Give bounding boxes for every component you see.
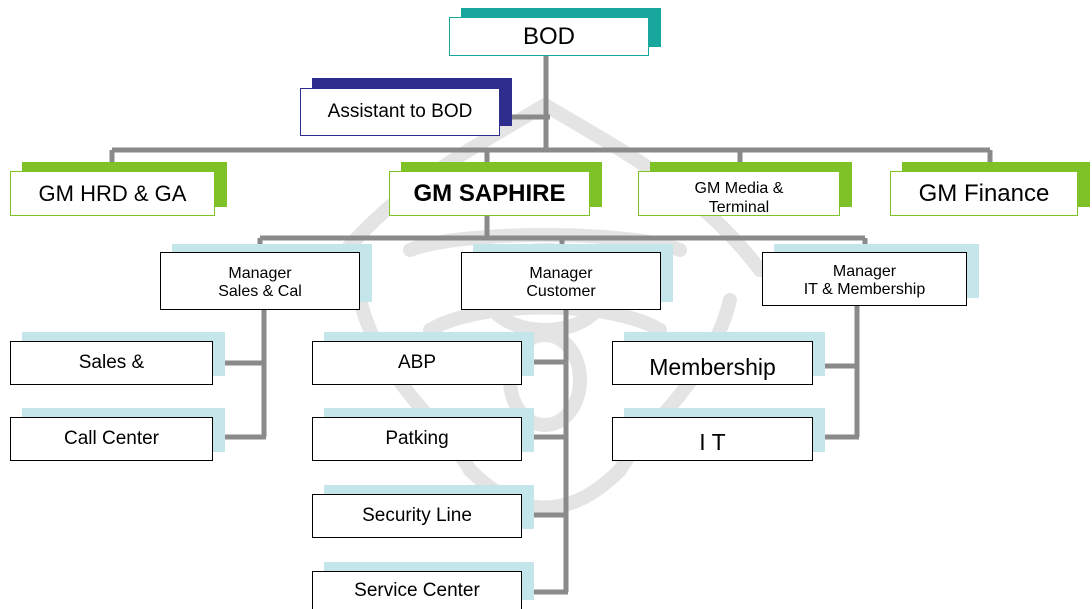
service-center-node: Service Center [312,562,534,609]
manager-customer-node: Manager Customer [461,244,673,310]
patking-label: Patking [312,417,522,461]
security-line-label: Security Line [312,494,522,538]
bod-label: BOD [449,17,649,56]
gm-media-node: GM Media & Terminal [638,162,852,216]
abp-node: ABP [312,332,534,385]
assistant-label: Assistant to BOD [300,88,500,136]
membership-node: Membership [612,332,825,385]
gm-saphire-node: GM SAPHIRE [389,162,602,216]
membership-label: Membership [612,341,813,385]
gm-media-label: GM Media & Terminal [638,171,840,216]
it-node: I T [612,408,825,461]
sales-node: Sales & [10,332,225,385]
gm-hrd-node: GM HRD & GA [10,162,227,216]
manager-customer-label: Manager Customer [461,252,661,310]
bod-node: BOD [449,8,661,56]
gm-hrd-label: GM HRD & GA [10,171,215,216]
security-line-node: Security Line [312,485,534,538]
manager-it-label: Manager IT & Membership [762,252,967,306]
service-center-label: Service Center [312,571,522,609]
gm-finance-label: GM Finance [890,171,1078,216]
manager-sales-node: Manager Sales & Cal [160,244,372,310]
abp-label: ABP [312,341,522,385]
assistant-to-bod-node: Assistant to BOD [300,78,512,136]
call-center-label: Call Center [10,417,213,461]
gm-finance-node: GM Finance [890,162,1090,216]
manager-sales-label: Manager Sales & Cal [160,252,360,310]
manager-it-node: Manager IT & Membership [762,244,979,306]
call-center-node: Call Center [10,408,225,461]
sales-label: Sales & [10,341,213,385]
gm-saphire-label: GM SAPHIRE [389,171,590,216]
patking-node: Patking [312,408,534,461]
it-label: I T [612,417,813,461]
